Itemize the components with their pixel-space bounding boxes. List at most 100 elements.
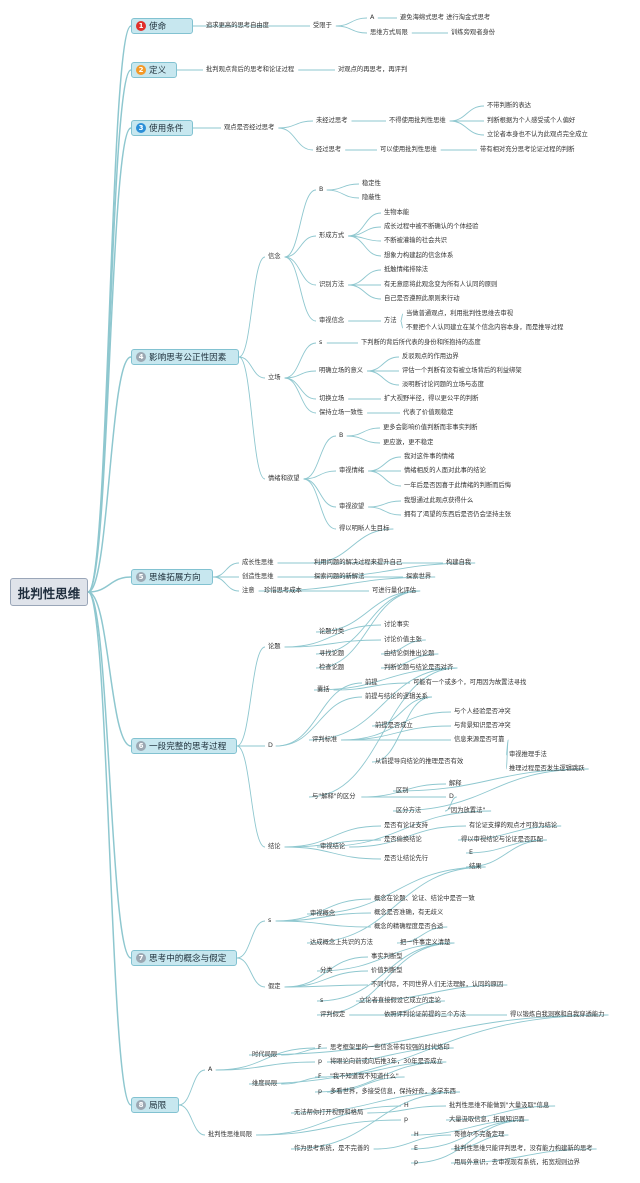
mindmap-node[interactable]: D [449, 792, 454, 800]
mindmap-node[interactable]: E [469, 848, 473, 856]
mindmap-node[interactable]: 避免海绵式思考 进行淘金式思考 [400, 13, 491, 21]
mindmap-node[interactable]: 批判性思维只能评判思考，没有能力构建新的思考 [454, 1144, 593, 1152]
mindmap-node[interactable]: 切换立场 [319, 394, 345, 402]
mindmap-node[interactable]: 论题分类 [319, 627, 345, 635]
mindmap-node[interactable]: s [319, 338, 323, 346]
mindmap-node[interactable]: 用局外意识，去审视现有系统，拓宽规则边界 [454, 1158, 580, 1166]
mindmap-node[interactable]: 成长过程中被不断确认的个体经验 [384, 222, 479, 230]
mindmap-node[interactable]: 得以审视结论与论证是否匹配 [461, 835, 543, 843]
mindmap-node[interactable]: 检查论题 [319, 663, 345, 671]
mindmap-node[interactable]: 讨论事实 [384, 620, 410, 628]
root-topic[interactable]: 批判性思维 [10, 578, 88, 606]
mindmap-node[interactable]: 价值判断型 [371, 966, 403, 974]
mindmap-node[interactable]: 明确立场的意义 [319, 366, 364, 374]
mindmap-node[interactable]: 保持立场一致性 [319, 408, 364, 416]
mindmap-node[interactable]: s [268, 916, 272, 924]
mindmap-node[interactable]: F [318, 1072, 322, 1080]
mindmap-node[interactable]: 不带判断的表达 [487, 101, 532, 109]
mindmap-node[interactable]: 扩大视野半径，得以更公平的判断 [384, 394, 479, 402]
mindmap-node[interactable]: 反驳观点的作用边界 [402, 352, 459, 360]
mindmap-node[interactable]: 生物本能 [384, 208, 410, 216]
mindmap-node[interactable]: 前提是否成立 [375, 721, 413, 729]
mindmap-node[interactable]: 训练旁观者身份 [451, 28, 496, 36]
mindmap-node[interactable]: s [320, 996, 324, 1004]
mindmap-node[interactable]: B [339, 431, 344, 439]
mindmap-node[interactable]: p [414, 1158, 418, 1166]
mindmap-node[interactable]: 囊括 [317, 685, 330, 693]
mindmap-node[interactable]: H [414, 1130, 419, 1138]
mindmap-node[interactable]: 我对这件事的情绪 [404, 452, 455, 460]
mindmap-node[interactable]: 形成方式 [319, 231, 345, 239]
mindmap-node[interactable]: 思考框架里的一些信念带有较强的时代烙印 [330, 1043, 450, 1051]
mindmap-node[interactable]: 思维方式局限 [370, 28, 408, 36]
mindmap-node[interactable]: 当做普通观点，利用批判性思维去审视 [406, 309, 514, 317]
mindmap-node[interactable]: 信息来源是否可靠 [454, 735, 505, 743]
mindmap-node[interactable]: 带有相对充分思考论证过程的判断 [480, 145, 575, 153]
mindmap-node[interactable]: 立论者本身也不认为此观点完全成立 [487, 130, 588, 138]
mindmap-node[interactable]: 推理过程是否发生逻辑跳跃 [509, 764, 585, 772]
mindmap-node[interactable]: 立场 [268, 373, 281, 381]
mindmap-node[interactable]: 批判性思维不能做到"大量汲取"信息 [449, 1101, 550, 1109]
mindmap-node[interactable]: 识别方法 [319, 280, 345, 288]
mindmap-node[interactable]: 无法帮你打开视野和格局 [294, 1108, 364, 1116]
mindmap-node[interactable]: 不断被灌输的社会共识 [384, 236, 447, 244]
mindmap-node[interactable]: "我不知道我不知道什么" [330, 1072, 399, 1080]
mindmap-node[interactable]: 审视概念 [310, 909, 336, 917]
mindmap-node[interactable]: 寻找论题 [319, 649, 345, 657]
mindmap-node[interactable]: 讨论价值主张 [384, 635, 422, 643]
mindmap-node[interactable]: 审视欲望 [339, 502, 365, 510]
mindmap-node[interactable]: 珍惜思考成本 [264, 586, 302, 594]
mindmap-node[interactable]: 概念是否准确，有无歧义 [374, 908, 444, 916]
mindmap-node[interactable]: 更应激，更不稳定 [383, 438, 434, 446]
mindmap-node[interactable]: 自己是否遵照此原则来行动 [384, 294, 460, 302]
mindmap-node[interactable]: 稳定性 [362, 179, 381, 187]
mindmap-node[interactable]: H [404, 1101, 409, 1109]
mindmap-node[interactable]: 注意 [242, 586, 255, 594]
mindmap-node[interactable]: "因为放置法" [448, 806, 486, 814]
mindmap-node[interactable]: 评判假定 [320, 1010, 346, 1018]
mindmap-node[interactable]: 利用问题的解决过程来提升自己 [314, 558, 403, 566]
mindmap-node[interactable]: 构建自我 [446, 558, 472, 566]
mindmap-node[interactable]: D [268, 741, 273, 749]
mindmap-node[interactable]: 得以锻炼自我洞察和自我穿透能力 [510, 1010, 605, 1018]
mindmap-node[interactable]: 追求更高的思考自由度 [206, 21, 269, 29]
mindmap-node[interactable]: 把一件事定义清楚 [400, 938, 451, 946]
mindmap-node[interactable]: 判断根据为个人感受或个人偏好 [487, 116, 576, 124]
mindmap-node[interactable]: 成长性思维 [242, 558, 274, 566]
mindmap-node[interactable]: 我想通过此观点获得什么 [404, 496, 474, 504]
mindmap-node[interactable]: 作为思考系统，是不完善的 [294, 1144, 370, 1152]
mindmap-node[interactable]: 淡明断讨论问题的立场与态度 [402, 380, 484, 388]
mindmap-node[interactable]: 隐蔽性 [362, 193, 381, 201]
mindmap-node[interactable]: 解释 [449, 779, 462, 787]
mindmap-node[interactable]: 得以明晰人生目标 [339, 524, 390, 532]
mindmap-node[interactable]: 未经过思考 [316, 116, 348, 124]
mindmap-node[interactable]: 评估一个判断有没有被立场背后的利益绑架 [402, 366, 522, 374]
mindmap-node[interactable]: 创造性思维 [242, 572, 274, 580]
mindmap-node[interactable]: 想象力构建起的信念体系 [384, 251, 454, 259]
mindmap-node[interactable]: 概念的精确程度是否合适 [374, 922, 444, 930]
mindmap-node[interactable]: 受限于 [313, 21, 332, 29]
mindmap-node[interactable]: 对观点的再思考，再评判 [338, 65, 408, 73]
mindmap-node[interactable]: 可能有一个或多个，可用因为故置法寻找 [413, 678, 527, 686]
mindmap-node[interactable]: 结论 [268, 842, 281, 850]
mindmap-node[interactable]: 审视情绪 [339, 466, 365, 474]
mindmap-node[interactable]: 更多会影响价值判断而非事实判断 [383, 423, 478, 431]
mindmap-node[interactable]: E [414, 1144, 418, 1152]
mindmap-node[interactable]: 分类 [320, 966, 333, 974]
mindmap-node[interactable]: 概念在论题、论证、结论中是否一致 [374, 894, 475, 902]
mindmap-node[interactable]: 区分方法 [396, 806, 422, 814]
mindmap-node[interactable]: 可以使用批判性思维 [380, 145, 437, 153]
mindmap-node[interactable]: 依照评判论证前提的三个方法 [384, 1010, 466, 1018]
mindmap-node[interactable]: 一年后是否因喜于此情绪的判断而后悔 [404, 481, 512, 489]
mindmap-node[interactable]: 时代局限 [252, 1050, 278, 1058]
mindmap-node[interactable]: A [208, 1065, 213, 1073]
mindmap-node[interactable]: 观点是否经过思考 [224, 123, 275, 131]
mindmap-node[interactable]: p [404, 1115, 408, 1123]
mindmap-node[interactable]: 不得使用批判性思维 [389, 116, 446, 124]
mindmap-node[interactable]: 前提 [365, 678, 378, 686]
mindmap-node[interactable]: 从前提导向结论的推理是否有效 [375, 757, 464, 765]
